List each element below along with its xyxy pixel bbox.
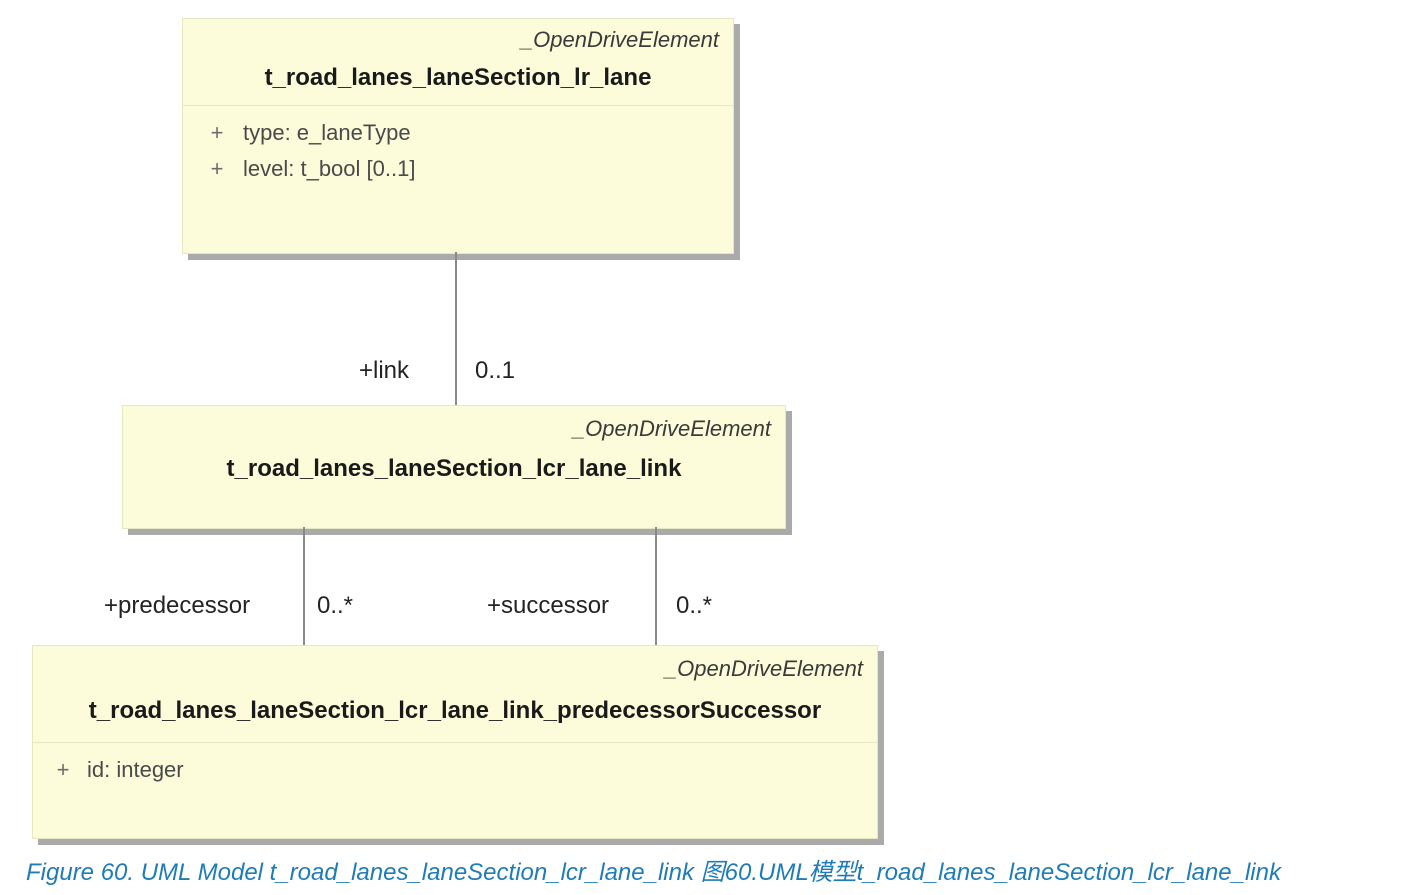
attribute-list: + id: integer xyxy=(33,743,877,797)
uml-class-box-predecessor-successor[interactable]: _OpenDriveElement t_road_lanes_laneSecti… xyxy=(32,645,878,839)
attribute-text: type: e_laneType xyxy=(243,120,411,145)
attribute-row: + type: e_laneType xyxy=(191,115,733,151)
figure-caption: Figure 60. UML Model t_road_lanes_laneSe… xyxy=(26,859,1281,886)
compartment-divider xyxy=(183,105,733,106)
association-line-successor xyxy=(655,527,657,647)
compartment-divider xyxy=(33,742,877,743)
visibility-marker: + xyxy=(56,757,70,782)
association-role-predecessor: +predecessor xyxy=(104,592,251,619)
class-name: t_road_lanes_laneSection_lcr_lane_link xyxy=(226,455,682,482)
uml-class-box-lane-link[interactable]: _OpenDriveElement t_road_lanes_laneSecti… xyxy=(122,405,786,529)
class-stereotype: _OpenDriveElement xyxy=(572,416,771,441)
class-name: t_road_lanes_laneSection_lr_lane xyxy=(264,64,652,91)
class-stereotype: _OpenDriveElement xyxy=(520,27,719,52)
visibility-marker: + xyxy=(210,120,224,145)
visibility-marker: + xyxy=(210,156,224,181)
association-multiplicity-successor: 0..* xyxy=(676,592,713,619)
association-multiplicity-predecessor: 0..* xyxy=(317,592,354,619)
attribute-list: + type: e_laneType + level: t_bool [0..1… xyxy=(183,106,733,197)
association-line-link xyxy=(455,252,457,406)
association-role-successor: +successor xyxy=(487,592,610,619)
association-role-link: +link xyxy=(359,357,410,384)
attribute-row: + id: integer xyxy=(39,753,877,787)
class-name: t_road_lanes_laneSection_lcr_lane_link_p… xyxy=(88,697,822,724)
class-stereotype: _OpenDriveElement xyxy=(664,656,863,681)
attribute-text: id: integer xyxy=(87,757,184,782)
uml-class-box-lane[interactable]: _OpenDriveElement t_road_lanes_laneSecti… xyxy=(182,18,734,254)
association-line-predecessor xyxy=(303,527,305,647)
attribute-row: + level: t_bool [0..1] xyxy=(191,151,733,187)
association-multiplicity-link: 0..1 xyxy=(475,357,516,384)
attribute-text: level: t_bool [0..1] xyxy=(243,156,416,181)
